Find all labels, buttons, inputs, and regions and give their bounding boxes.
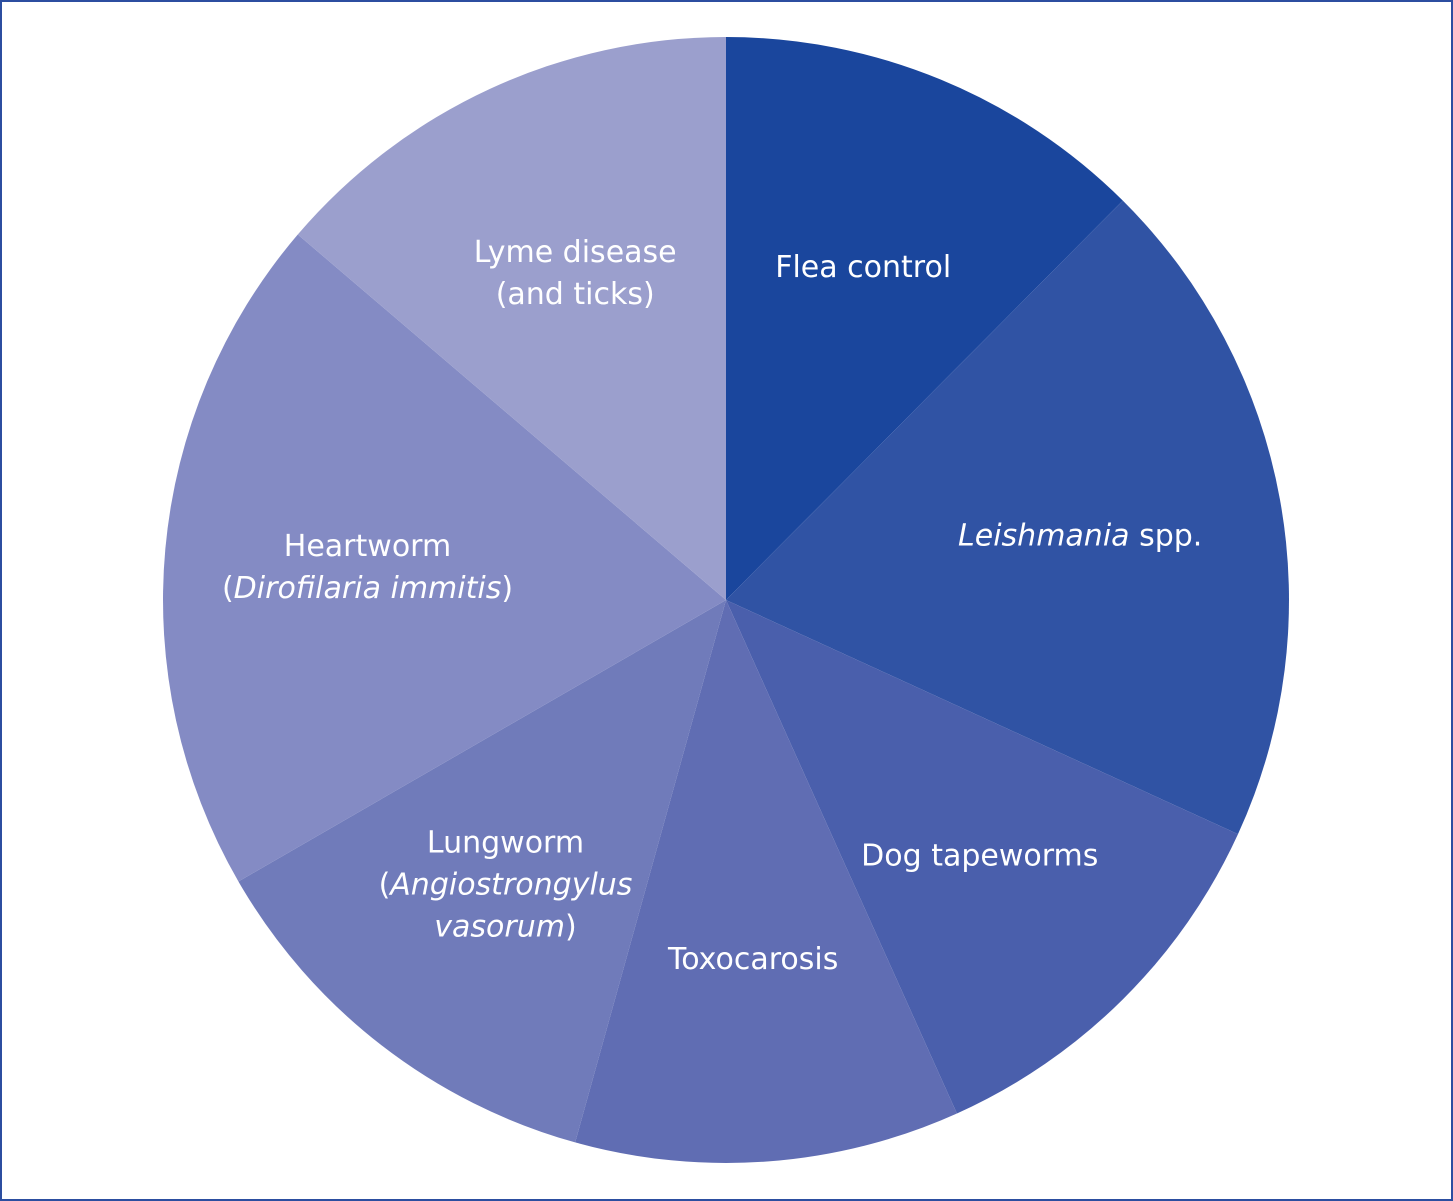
- slice-label-lyme-disease: Lyme disease (and ticks): [474, 235, 677, 312]
- slice-label-text: Dog tapeworms: [861, 838, 1098, 873]
- pie-slice-lungworm: [238, 600, 726, 1143]
- pie-slice-flea-control: [726, 37, 1123, 600]
- slice-label-text: Lungworm: [427, 826, 584, 861]
- slice-label-text: Angiostrongylus: [388, 868, 632, 903]
- slice-label-text: Leishmania: [958, 519, 1130, 554]
- pie-slice-heartworm: [163, 234, 727, 882]
- slice-label-text: Heartworm: [284, 529, 451, 564]
- slice-label-text: spp.: [1130, 519, 1203, 554]
- slice-label-text: ): [501, 571, 513, 606]
- pie-slice-toxocarosis: [575, 600, 957, 1163]
- slice-label-leishmania-spp: Leishmania spp.: [958, 519, 1202, 554]
- pie-slice-lyme-disease: [297, 37, 726, 600]
- slice-label-lungworm: Lungworm (Angiostrongylus vasorum): [379, 826, 633, 945]
- pie-slices: [163, 37, 1289, 1163]
- pie-slice-leishmania-spp: [726, 200, 1289, 835]
- slice-label-text: ): [565, 910, 577, 945]
- slice-label-text: (: [379, 868, 391, 903]
- slice-label-text: vasorum: [434, 910, 565, 945]
- slice-label-dog-tapeworms: Dog tapeworms: [861, 838, 1098, 873]
- slice-label-text: Flea control: [775, 250, 951, 285]
- slice-label-toxocarosis: Toxocarosis: [667, 942, 838, 977]
- slice-label-text: Toxocarosis: [667, 942, 838, 977]
- slice-label-heartworm: Heartworm (Dirofilaria immitis): [222, 529, 513, 606]
- slice-label-text: (and ticks): [496, 277, 655, 312]
- slice-label-flea-control: Flea control: [775, 250, 951, 285]
- pie-slice-dog-tapeworms: [726, 600, 1238, 1114]
- slice-label-text: Dirofilaria immitis: [234, 571, 502, 606]
- slice-label-text: (: [222, 571, 234, 606]
- slice-label-text: Lyme disease: [474, 235, 677, 270]
